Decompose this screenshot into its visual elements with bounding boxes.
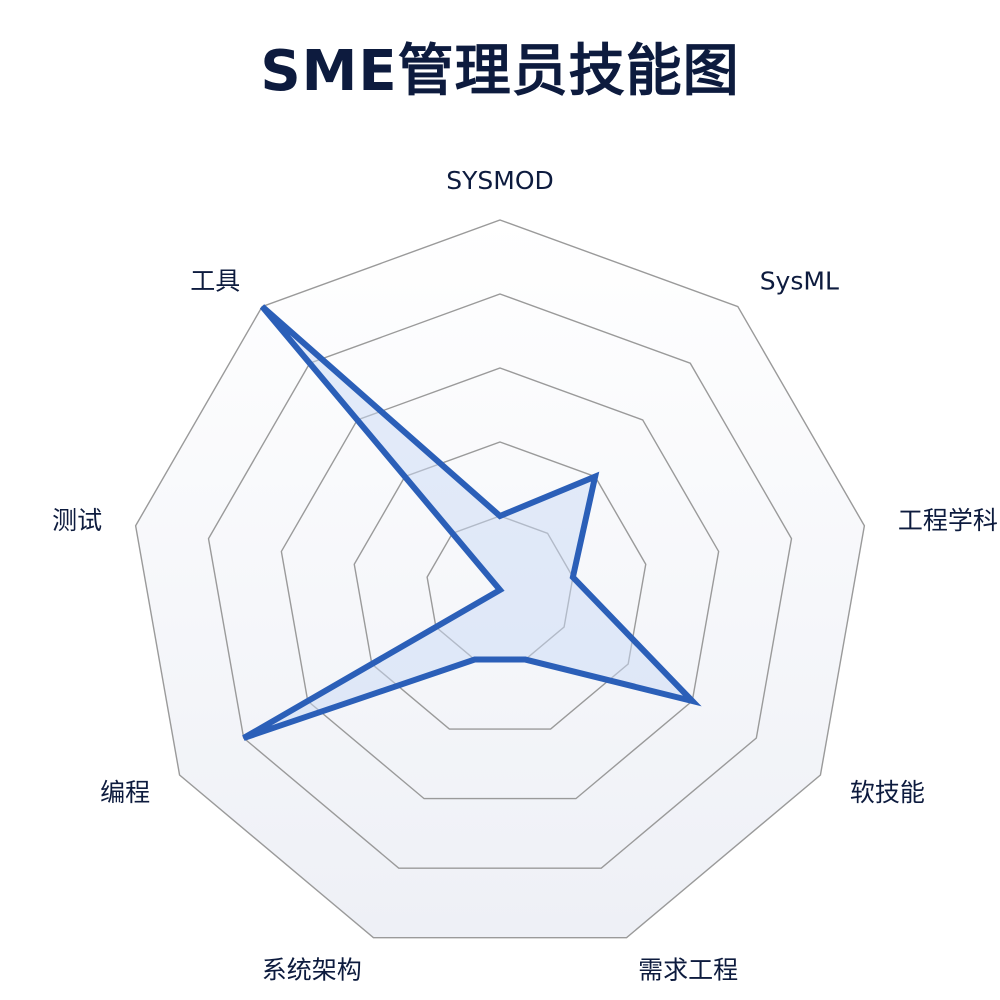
axis-label-8: 测试 xyxy=(52,506,102,535)
radar-series xyxy=(242,304,702,741)
axis-label-4: 软技能 xyxy=(850,778,925,807)
chart-title: SME管理员技能图 xyxy=(260,39,740,104)
axis-label-7: 编程 xyxy=(100,778,150,807)
axis-label-6: 系统架构 xyxy=(262,956,362,985)
axis-label-2: SysML xyxy=(760,267,839,296)
grid-ring-2 xyxy=(353,441,647,730)
grid-ring-4 xyxy=(207,293,793,869)
axis-label-5: 需求工程 xyxy=(638,956,738,985)
series-polygon-1 xyxy=(242,304,702,741)
axis-label-1: SYSMOD xyxy=(446,166,554,195)
axis-label-3: 工程学科 xyxy=(898,506,998,535)
grid-ring-5 xyxy=(134,219,866,939)
grid-ring-3 xyxy=(280,367,720,800)
axis-label-9: 工具 xyxy=(190,267,240,296)
